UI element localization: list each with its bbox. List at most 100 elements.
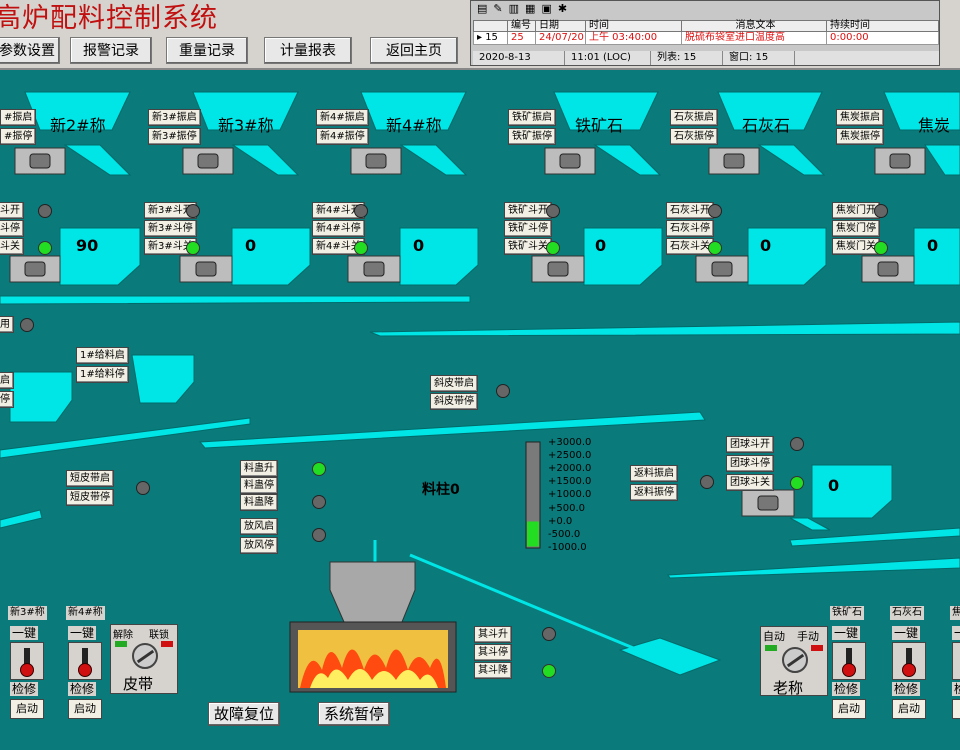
switch-lever-icon — [82, 648, 88, 666]
start-button[interactable]: 启动 — [892, 699, 926, 719]
other-down-button[interactable]: 其斗降 — [474, 662, 512, 679]
one-key-label: 一键 — [892, 626, 921, 640]
left-belt-button[interactable]: 用 — [0, 316, 14, 333]
gauge-tick: +0.0 — [548, 515, 573, 527]
other-stop-button[interactable]: 其斗停 — [474, 644, 512, 661]
return-stop-button[interactable]: 返料振停 — [630, 484, 678, 501]
gate-open-lamp — [874, 204, 888, 218]
vibrator-start-button[interactable]: 新3#振启 — [148, 109, 201, 126]
hoist-down-button[interactable]: 料蛊降 — [240, 494, 278, 511]
toggle-switch[interactable] — [832, 642, 866, 680]
gate-open-button[interactable]: 石灰斗开 — [666, 202, 714, 219]
system-pause-button[interactable]: 系统暂停 — [318, 702, 391, 726]
vent-stop-button[interactable]: 放风停 — [240, 537, 278, 554]
toggle-switch[interactable] — [952, 642, 960, 680]
fault-reset-button[interactable]: 故障复位 — [208, 702, 281, 726]
gate-close-button[interactable]: 斗关 — [0, 238, 24, 255]
vibrator-start-button[interactable]: #振启 — [0, 109, 37, 126]
incline-stop-button[interactable]: 斜皮带停 — [430, 393, 478, 410]
pellet-hold-button[interactable]: 团球斗停 — [726, 455, 774, 472]
incline-start-button[interactable]: 斜皮带启 — [430, 375, 478, 392]
vent-start-button[interactable]: 放风启 — [240, 518, 278, 535]
toggle-switch[interactable] — [68, 642, 102, 680]
menu-weight-log-button[interactable]: 重量记录 — [166, 37, 248, 64]
gate-open-button[interactable]: 焦炭门开 — [832, 202, 880, 219]
panel-tag: 焦 — [950, 606, 960, 620]
alarm-settings-icon[interactable]: ✱ — [557, 2, 568, 15]
toggle-switch[interactable] — [892, 642, 926, 680]
gauge-tick: +500.0 — [548, 502, 586, 514]
menu-alarm-log-button[interactable]: 报警记录 — [70, 37, 152, 64]
gate-hold-button[interactable]: 新3#斗停 — [144, 220, 197, 237]
menu-report-button[interactable]: 计量报表 — [264, 37, 352, 64]
hoist-up-button[interactable]: 料蛊升 — [240, 460, 278, 477]
alarm-print-icon[interactable]: ▣ — [541, 2, 552, 15]
left-stop-button[interactable]: 停 — [0, 391, 14, 408]
gate-hold-button[interactable]: 石灰斗停 — [666, 220, 714, 237]
vibrator-start-button[interactable]: 新4#振启 — [316, 109, 369, 126]
gate-close-button[interactable]: 新3#斗关 — [144, 238, 197, 255]
alarm-window: ▤ ✎ ▥ ▦ ▣ ✱ 编号 日期 时间 消息文本 持续时间 ▸ 15 25 2… — [470, 0, 940, 66]
chute-2 — [231, 144, 300, 176]
gate-hold-button[interactable]: 新4#斗停 — [312, 220, 365, 237]
pellet-close-button[interactable]: 团球斗关 — [726, 474, 774, 491]
vibrator-stop-button[interactable]: 新4#振停 — [316, 128, 369, 145]
belt-top-left — [0, 295, 471, 305]
vibrator-start-button[interactable]: 铁矿振启 — [508, 109, 556, 126]
gate-hold-button[interactable]: 铁矿斗停 — [504, 220, 552, 237]
alarm-col-num: 编号 — [507, 20, 536, 32]
gate-close-button[interactable]: 铁矿斗关 — [504, 238, 552, 255]
hopper-weight: 0 — [760, 236, 772, 255]
gate-open-button[interactable]: 新3#斗开 — [144, 202, 197, 219]
gate-hold-button[interactable]: 焦炭门停 — [832, 220, 880, 237]
hopper-name: 石灰石 — [742, 116, 791, 135]
gate-open-button[interactable]: 铁矿斗开 — [504, 202, 552, 219]
other-up-button[interactable]: 其斗升 — [474, 626, 512, 643]
vibrator-start-button[interactable]: 焦炭振启 — [836, 109, 884, 126]
vibrator-stop-button[interactable]: 焦炭振停 — [836, 128, 884, 145]
start-button[interactable]: 启动 — [68, 699, 102, 719]
pellet-chute — [789, 517, 831, 531]
return-start-button[interactable]: 返料振启 — [630, 465, 678, 482]
vibrator-stop-button[interactable]: 新3#振停 — [148, 128, 201, 145]
feeder1-stop-button[interactable]: 1#给料停 — [76, 366, 129, 383]
gate-close-button[interactable]: 石灰斗关 — [666, 238, 714, 255]
belt-top-right — [369, 321, 960, 337]
alarm-page2-icon[interactable]: ▦ — [525, 2, 536, 15]
left-start-button[interactable]: 启 — [0, 372, 14, 389]
menu-params-button[interactable]: 参数设置 — [0, 37, 60, 64]
alarm-col-date: 日期 — [535, 20, 586, 32]
gate-close-lamp — [874, 241, 888, 255]
start-button[interactable]: 启动 — [10, 699, 44, 719]
hoist-stop-button[interactable]: 料蛊停 — [240, 477, 278, 494]
gate-open-lamp — [546, 204, 560, 218]
gate-open-button[interactable]: 斗开 — [0, 202, 24, 219]
vibrator-stop-button[interactable]: 铁矿振停 — [508, 128, 556, 145]
gate-hold-button[interactable]: 斗停 — [0, 220, 24, 237]
alarm-page-icon[interactable]: ▥ — [508, 2, 520, 15]
alarm-list-icon[interactable]: ▤ — [477, 2, 488, 15]
repair-label: 检 — [952, 682, 960, 696]
alarm-ack-icon[interactable]: ✎ — [493, 2, 503, 15]
feeder1-start-button[interactable]: 1#给料启 — [76, 347, 129, 364]
pellet-open-button[interactable]: 团球斗开 — [726, 436, 774, 453]
gate-close-button[interactable]: 焦炭门关 — [832, 238, 880, 255]
short-belt-start-button[interactable]: 短皮带启 — [66, 470, 114, 487]
repair-label: 检修 — [832, 682, 861, 696]
belt-short-left — [0, 509, 43, 529]
rotary-selector-icon[interactable] — [132, 643, 158, 669]
start-button[interactable]: 启 — [952, 699, 960, 719]
start-button[interactable]: 启动 — [832, 699, 866, 719]
vibrator-stop-button[interactable]: 石灰振停 — [670, 128, 718, 145]
gate-close-lamp — [354, 241, 368, 255]
short-belt-stop-button[interactable]: 短皮带停 — [66, 489, 114, 506]
rotary-selector-icon[interactable] — [782, 647, 808, 673]
gate-close-button[interactable]: 新4#斗关 — [312, 238, 365, 255]
menu-home-button[interactable]: 返回主页 — [370, 37, 458, 64]
gate-close-lamp — [708, 241, 722, 255]
toggle-switch[interactable] — [10, 642, 44, 680]
vibrator-start-button[interactable]: 石灰振启 — [670, 109, 718, 126]
hopper-weight: 0 — [927, 236, 939, 255]
alarm-row[interactable]: ▸ 15 25 24/07/20 上午 03:40:00 脱硫布袋室进口温度高 … — [473, 31, 939, 45]
vibrator-stop-button[interactable]: #振停 — [0, 128, 37, 145]
